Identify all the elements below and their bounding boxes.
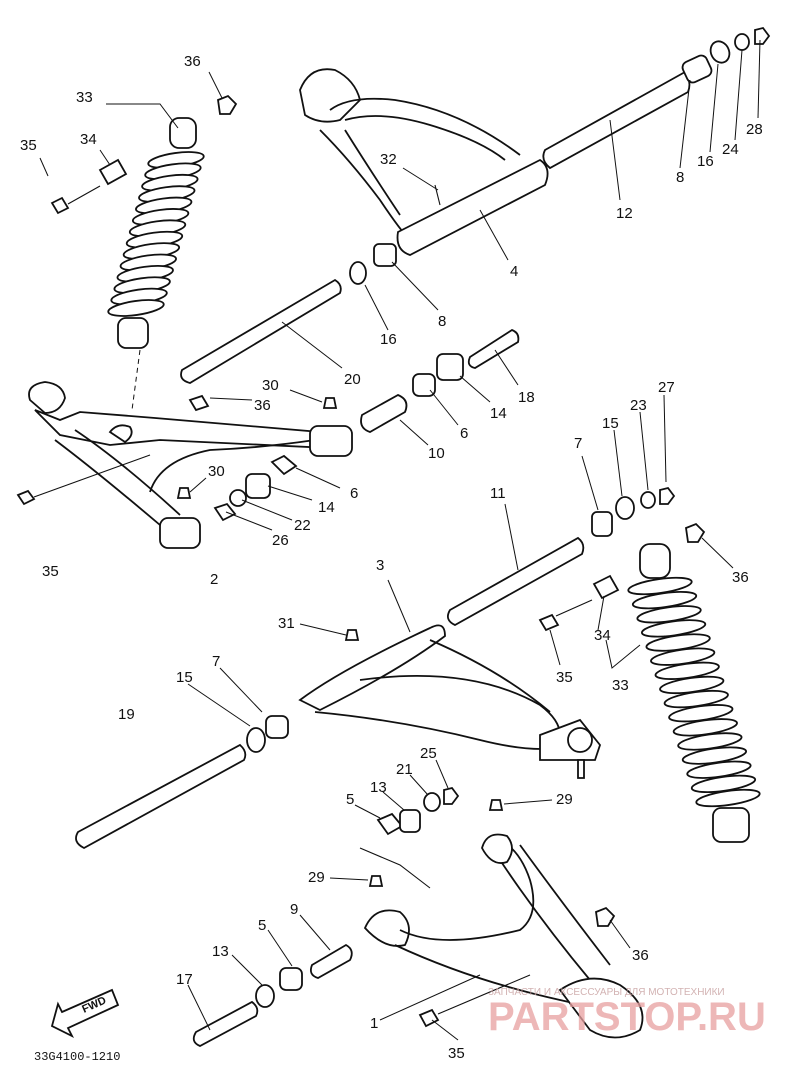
part-label: 16: [697, 153, 714, 170]
lower-pivot-rod-19: [75, 715, 289, 850]
diagram-code: 33G4100-1210: [34, 1050, 120, 1064]
part-label: 8: [676, 169, 684, 186]
part-label: 36: [254, 397, 271, 414]
part-label: 16: [380, 331, 397, 348]
fwd-arrow: FWD: [50, 988, 120, 1039]
part-label: 21: [396, 761, 413, 778]
part-label: 5: [258, 917, 266, 934]
pivot-rod-12: [542, 26, 771, 170]
lower-left-a-arm: [363, 833, 644, 1039]
part-label: 26: [272, 532, 289, 549]
part-label: 27: [658, 379, 675, 396]
part-label: 30: [208, 463, 225, 480]
part-label: 14: [318, 499, 335, 516]
left-shock-absorber: [107, 117, 205, 411]
upper-left-hardware: [176, 394, 338, 522]
spring-coil: [107, 299, 165, 317]
part-label: 9: [290, 901, 298, 918]
part-label: 7: [574, 435, 582, 452]
part-label: 36: [632, 947, 649, 964]
watermark-brand-logo: PARTSTOP.RU: [488, 995, 766, 1039]
upper-left-a-arm: [16, 381, 353, 549]
part-label: 19: [118, 706, 135, 723]
part-label: 15: [602, 415, 619, 432]
part-label: 22: [294, 517, 311, 534]
grease-nipple-31: [344, 629, 360, 641]
spring-coil: [695, 788, 761, 808]
part-label: 13: [212, 943, 229, 960]
part-label: 1: [370, 1015, 378, 1032]
part-label: 14: [490, 405, 507, 422]
part-label: 10: [428, 445, 445, 462]
watermark: ЗАПЧАСТИ И АКСЕССУАРЫ ДЛЯ МОТОТЕХНИКИ PA…: [488, 987, 766, 1039]
part-label: 29: [308, 869, 325, 886]
part-label: 29: [556, 791, 573, 808]
part-label: 35: [448, 1045, 465, 1062]
part-label: 11: [490, 485, 506, 502]
right-shock-absorber: [538, 522, 761, 843]
part-label: 24: [722, 141, 739, 158]
part-label: 35: [556, 669, 573, 686]
part-label: 6: [460, 425, 468, 442]
part-label: 33: [612, 677, 629, 694]
part-label: 30: [262, 377, 279, 394]
part-label: 5: [346, 791, 354, 808]
part-label: 8: [438, 313, 446, 330]
part-label: 2: [210, 571, 218, 588]
part-label: 3: [376, 557, 384, 574]
part-label: 31: [278, 615, 295, 632]
part-label: 23: [630, 397, 647, 414]
upper-right-a-arm: [299, 68, 549, 256]
part-label: 36: [184, 53, 201, 70]
part-label: 7: [212, 653, 220, 670]
middle-pivot-parts: [180, 243, 520, 433]
part-label: 35: [42, 563, 59, 580]
leader-lines: [39, 39, 761, 1041]
part-labels: 36 33 34 35 32 4 12 8 16 24 28 8 16 20 1…: [20, 53, 763, 1062]
part-label: 13: [370, 779, 387, 796]
part-label: 33: [76, 89, 93, 106]
lower-right-a-arm: [298, 536, 602, 779]
left-shock-hardware: [50, 94, 238, 215]
fwd-text: FWD: [80, 995, 108, 1016]
part-label: 18: [518, 389, 535, 406]
lower-left-hardware: [192, 786, 616, 1047]
part-label: 34: [594, 627, 611, 644]
part-label: 36: [732, 569, 749, 586]
right-bushings: [591, 486, 676, 537]
part-label: 32: [380, 151, 397, 168]
watermark-tagline: ЗАПЧАСТИ И АКСЕССУАРЫ ДЛЯ МОТОТЕХНИКИ: [488, 987, 725, 998]
part-label: 4: [510, 263, 518, 280]
part-label: 20: [344, 371, 361, 388]
part-label: 17: [176, 971, 193, 988]
part-label: 25: [420, 745, 437, 762]
part-label: 12: [616, 205, 633, 222]
part-label: 6: [350, 485, 358, 502]
part-label: 15: [176, 669, 193, 686]
part-label: 34: [80, 131, 97, 148]
part-label: 28: [746, 121, 763, 138]
part-label: 35: [20, 137, 37, 154]
